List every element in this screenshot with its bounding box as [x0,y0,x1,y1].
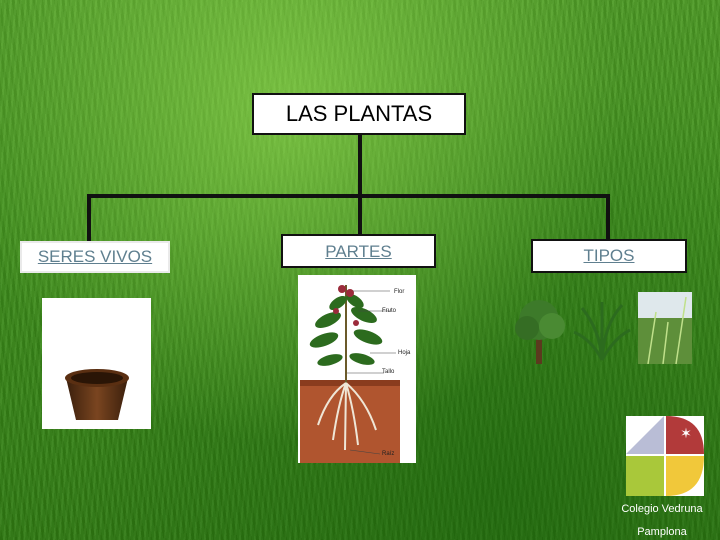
shrub-image [572,300,632,362]
school-logo: ✶ [626,416,704,496]
branch-seres-vivos-link[interactable]: SERES VIVOS [38,247,152,267]
label-fruto: Fruto [382,308,396,314]
diagram-title: LAS PLANTAS [252,93,466,135]
connector-horizontal [87,194,610,198]
tree-icon [505,296,575,366]
connector-trunk [358,135,362,197]
logo-caption-line2: Pamplona [606,526,718,538]
connector-tipos [606,194,610,240]
grass-shrub-icon [572,300,632,362]
label-flor: Flor [394,289,404,295]
flower-pot-icon [42,298,151,429]
tree-image [505,296,575,366]
branch-tipos-link[interactable]: TIPOS [583,246,634,266]
grass-field-image [638,292,692,364]
label-tallo: Tallo [382,369,394,375]
grass-field-icon [638,292,692,364]
branch-partes[interactable]: PARTES [281,234,436,268]
connector-partes [358,194,362,235]
label-hoja: Hoja [398,350,410,356]
title-text: LAS PLANTAS [286,101,432,127]
school-logo-icon: ✶ [626,416,704,496]
logo-caption-line1: Colegio Vedruna [606,503,718,515]
plant-parts-diagram: Flor Fruto Hoja Tallo Raíz [298,275,416,463]
label-raiz: Raíz [382,451,394,457]
branch-tipos[interactable]: TIPOS [531,239,687,273]
plant-parts-illustration [298,275,416,463]
flower-pot-image [42,298,151,429]
branch-partes-link[interactable]: PARTES [325,242,391,262]
svg-text:✶: ✶ [680,426,692,442]
branch-seres-vivos[interactable]: SERES VIVOS [20,241,170,273]
connector-seres [87,194,91,242]
